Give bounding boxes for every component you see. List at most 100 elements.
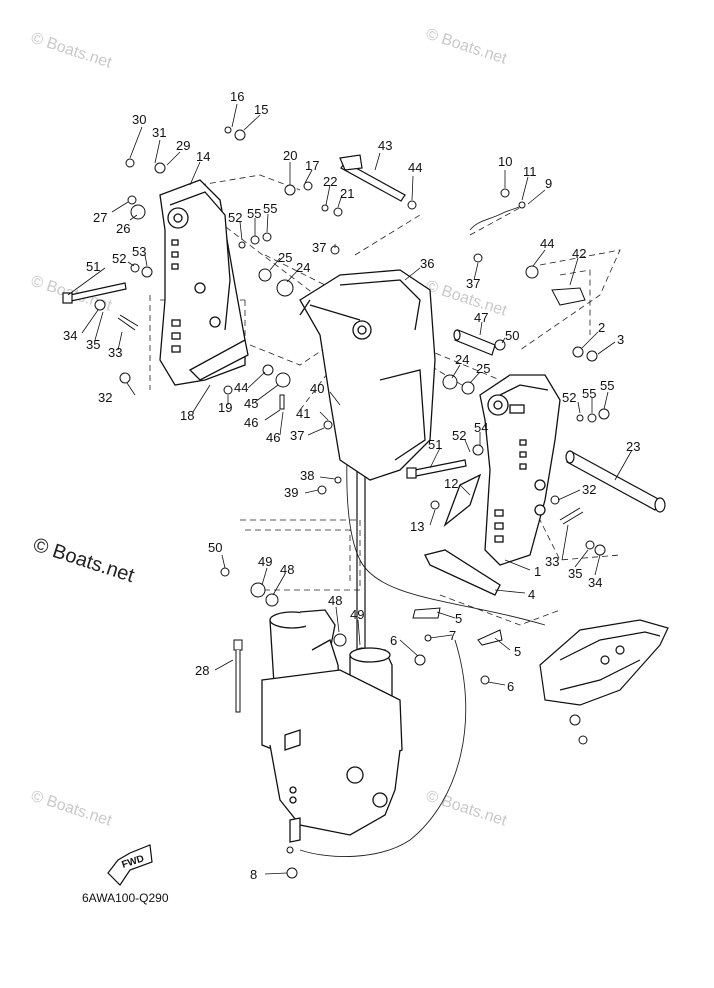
callout-37-c: 37 [290, 428, 304, 443]
callout-18: 18 [180, 408, 194, 423]
callout-8: 8 [250, 867, 257, 882]
callout-36: 36 [420, 256, 434, 271]
fwd-arrow: FWD [107, 844, 153, 886]
callout-35-b: 35 [568, 566, 582, 581]
callout-33-b: 33 [545, 554, 559, 569]
callout-46-a: 46 [244, 415, 258, 430]
callout-34-b: 34 [588, 575, 602, 590]
part-code: 6AWA100-Q290 [82, 891, 169, 905]
callout-24-b: 24 [455, 352, 469, 367]
callout-51-b: 51 [428, 437, 442, 452]
callout-32-a: 32 [98, 390, 112, 405]
callout-41: 41 [296, 406, 310, 421]
callout-52-b: 52 [112, 251, 126, 266]
plate-4 [424, 473, 501, 596]
callout-35-a: 35 [86, 337, 100, 352]
right-clamp-bracket [479, 374, 561, 566]
callout-13: 13 [410, 519, 424, 534]
callout-24-a: 24 [296, 260, 310, 275]
callout-46-b: 46 [266, 430, 280, 445]
power-trim-tilt-unit [261, 609, 403, 843]
callout-32-b: 32 [582, 482, 596, 497]
callouts: 16 15 30 31 29 14 27 26 20 17 22 21 43 4… [63, 89, 640, 882]
leader-lines [67, 103, 633, 875]
callout-9: 9 [545, 176, 552, 191]
callout-52-c: 52 [562, 390, 576, 405]
callout-33-a: 33 [108, 345, 122, 360]
callout-37-b: 37 [466, 276, 480, 291]
watermark-main: © Boats.net [30, 534, 137, 587]
callout-43: 43 [378, 138, 392, 153]
callout-31: 31 [152, 125, 166, 140]
pin-43 [339, 154, 406, 202]
callout-7: 7 [449, 628, 456, 643]
callout-10: 10 [498, 154, 512, 169]
callout-40: 40 [310, 381, 324, 396]
callout-25-a: 25 [278, 250, 292, 265]
callout-52-a: 52 [228, 210, 242, 225]
callout-25-b: 25 [476, 361, 490, 376]
callout-50-a: 50 [505, 328, 519, 343]
cable-tie-28 [233, 639, 243, 713]
callout-15: 15 [254, 102, 268, 117]
callout-45: 45 [244, 396, 258, 411]
callout-11: 11 [523, 164, 537, 179]
callout-55-a: 55 [247, 206, 261, 221]
callout-34-a: 34 [63, 328, 77, 343]
callout-49-b: 49 [350, 607, 364, 622]
callout-23: 23 [626, 439, 640, 454]
callout-55-b: 55 [263, 201, 277, 216]
callout-22: 22 [323, 174, 337, 189]
callout-39: 39 [284, 485, 298, 500]
callout-48-b: 48 [328, 593, 342, 608]
callout-21: 21 [340, 186, 354, 201]
callout-55-d: 55 [600, 378, 614, 393]
callout-5-a: 5 [455, 611, 462, 626]
callout-52-d: 52 [452, 428, 466, 443]
callout-49-a: 49 [258, 554, 272, 569]
callout-30: 30 [132, 112, 146, 127]
callout-44-b: 44 [540, 236, 554, 251]
callout-55-c: 55 [582, 386, 596, 401]
callout-50-b: 50 [208, 540, 222, 555]
callout-19: 19 [218, 400, 232, 415]
callout-26: 26 [116, 221, 130, 236]
callout-14: 14 [196, 149, 210, 164]
callout-4: 4 [528, 587, 535, 602]
watermark-top-left: © Boats.net [29, 30, 115, 72]
callout-44-top: 44 [408, 160, 422, 175]
tube-47 [453, 329, 496, 356]
callout-6-b: 6 [507, 679, 514, 694]
callout-28: 28 [195, 663, 209, 678]
callout-38: 38 [300, 468, 314, 483]
bolt-51 [62, 282, 467, 479]
callout-37-a: 37 [312, 240, 326, 255]
callout-47: 47 [474, 310, 488, 325]
callout-16: 16 [230, 89, 244, 104]
callout-1: 1 [534, 564, 541, 579]
callout-42: 42 [572, 246, 586, 261]
callout-20: 20 [283, 148, 297, 163]
callout-5-b: 5 [514, 644, 521, 659]
callout-17: 17 [305, 158, 319, 173]
callout-44-c: 44 [234, 380, 248, 395]
watermark-bottom-right: © Boats.net [424, 788, 510, 830]
callout-48-a: 48 [280, 562, 294, 577]
tilt-shaft-23 [565, 450, 666, 513]
trim-sensor-cover [539, 619, 669, 706]
callout-2: 2 [598, 320, 605, 335]
watermark-top-right: © Boats.net [424, 26, 510, 68]
callout-29: 29 [176, 138, 190, 153]
callout-54: 54 [474, 420, 488, 435]
callout-3: 3 [617, 332, 624, 347]
watermark-bottom-left: © Boats.net [29, 788, 115, 830]
callout-27: 27 [93, 210, 107, 225]
callout-51-a: 51 [86, 259, 100, 274]
swivel-bracket [299, 269, 436, 481]
left-clamp-bracket [159, 179, 249, 386]
callout-6-a: 6 [390, 633, 397, 648]
callout-12: 12 [444, 476, 458, 491]
callout-53: 53 [132, 244, 146, 259]
